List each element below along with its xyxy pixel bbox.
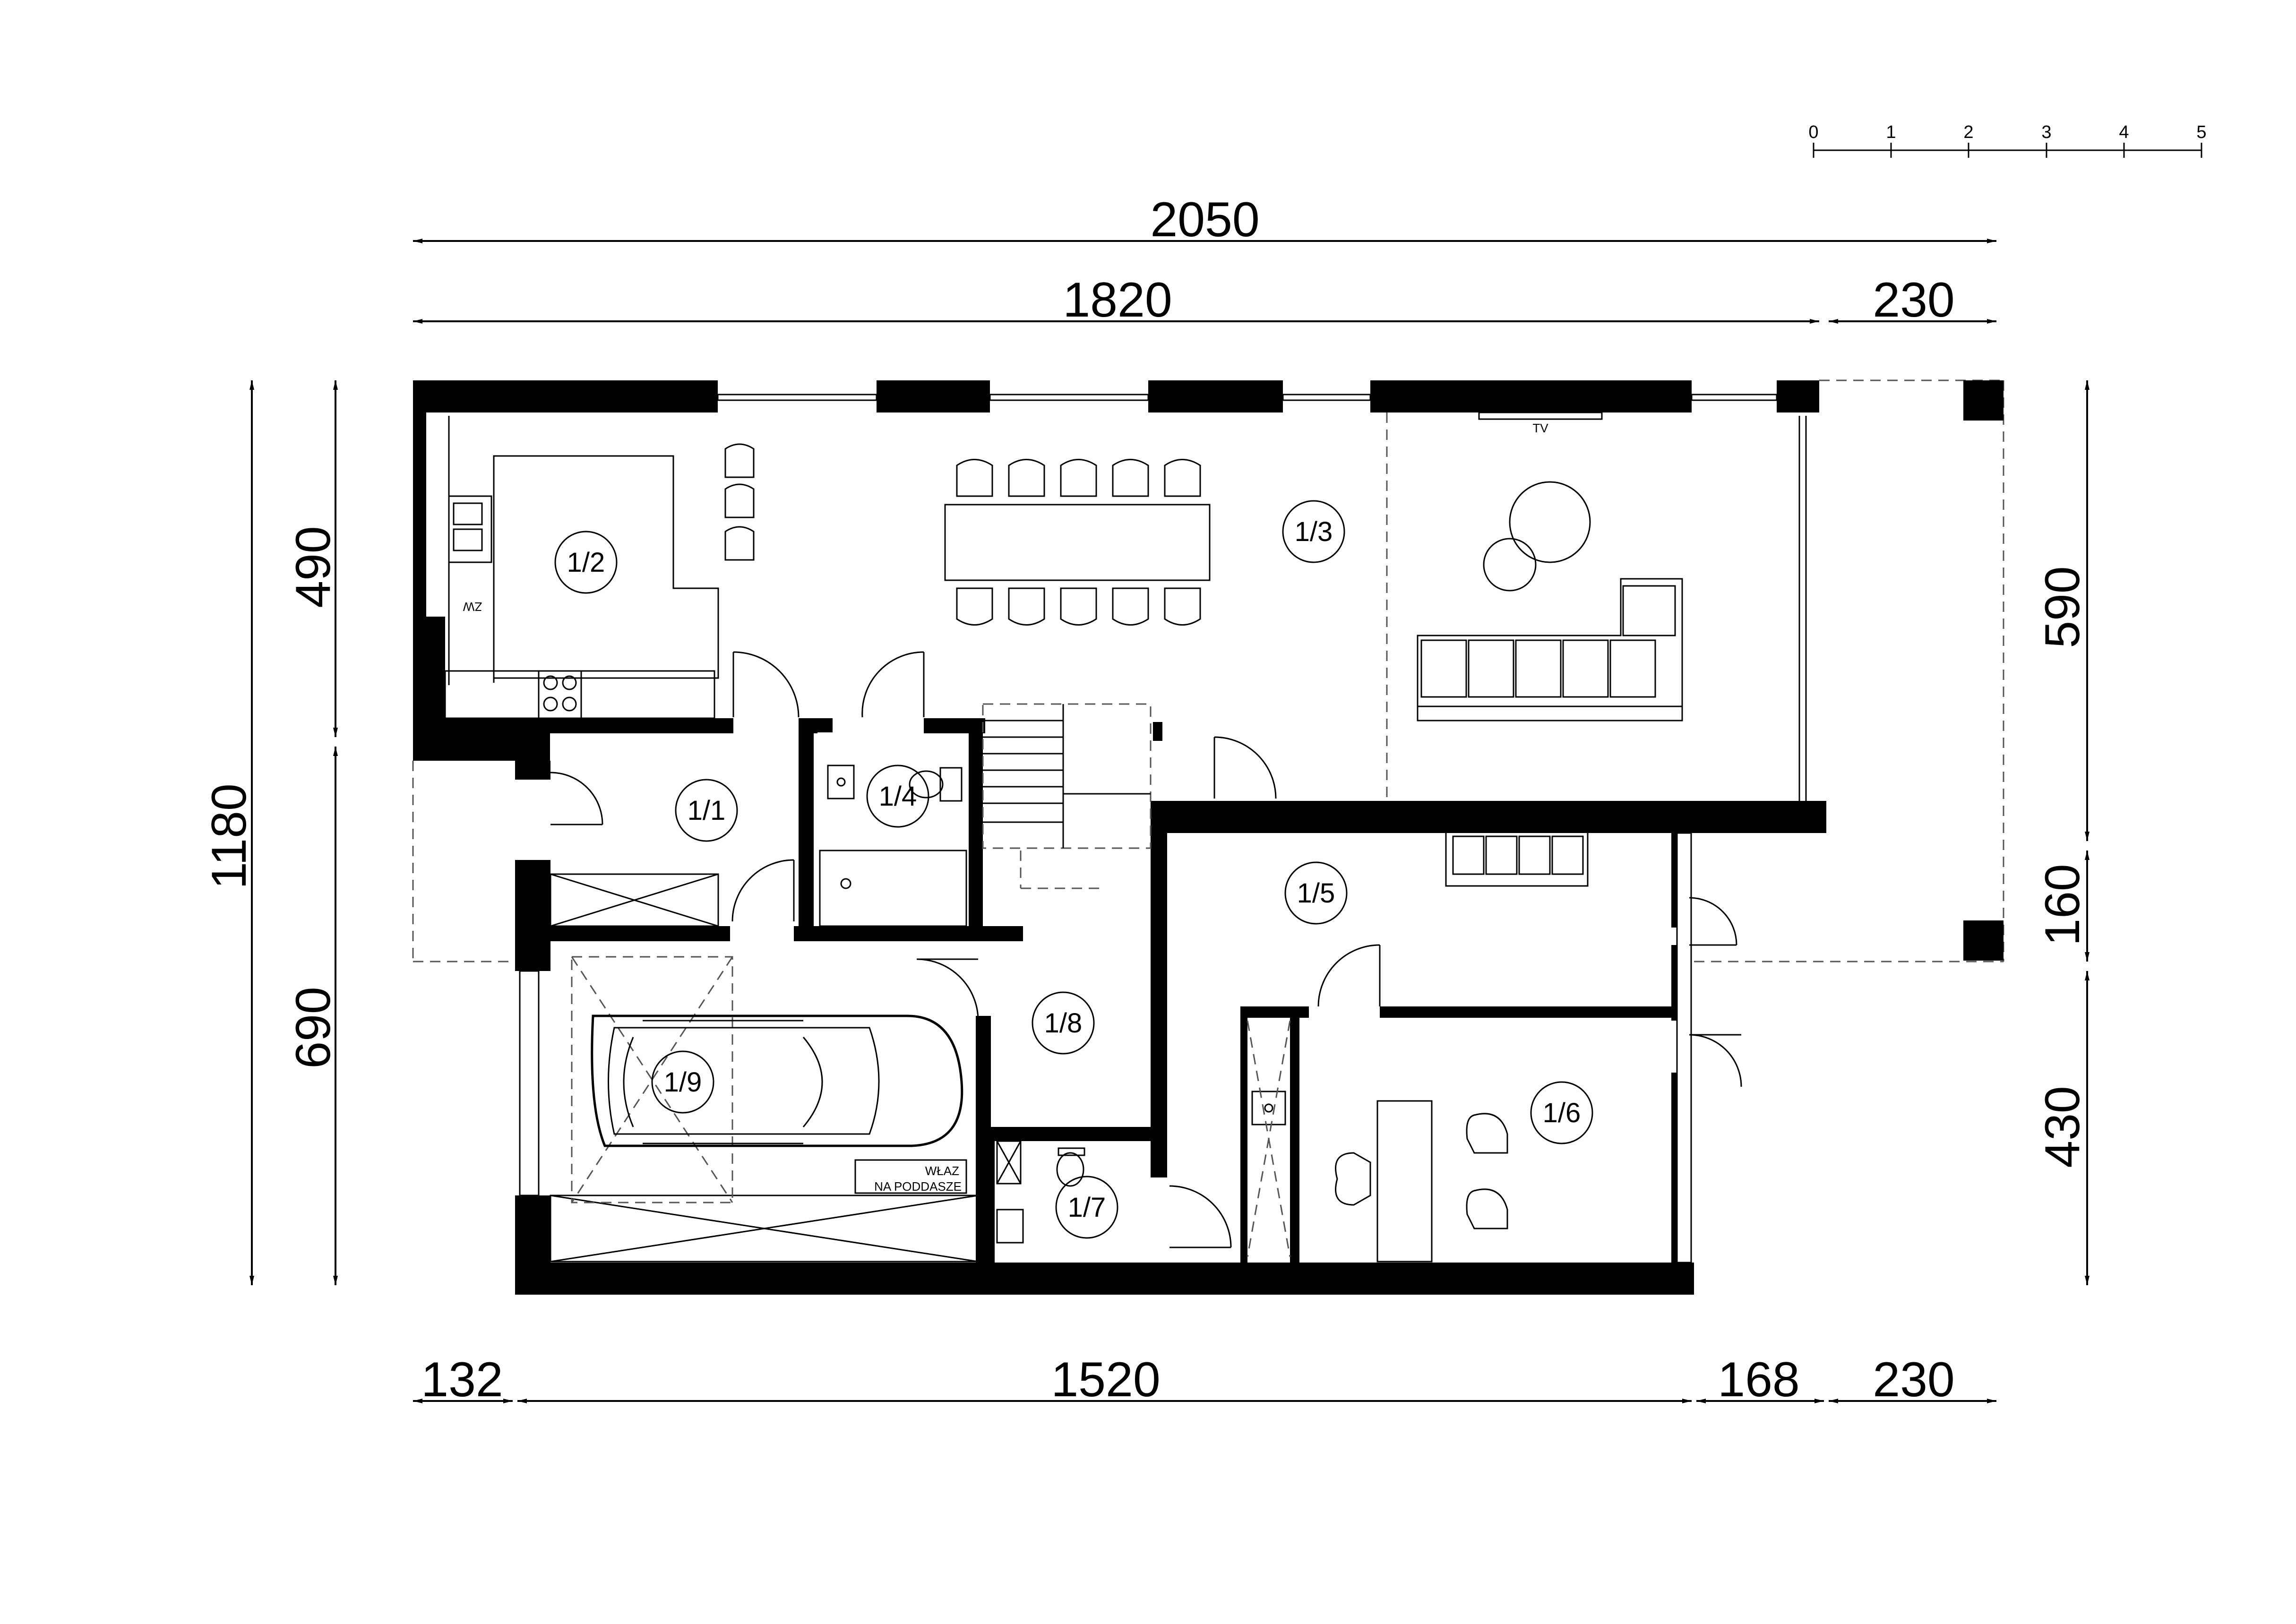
office-chairs bbox=[1335, 1113, 1508, 1229]
dim-right-middle: 160 bbox=[2035, 864, 2090, 946]
room-1-6-label: 1/6 bbox=[1543, 1098, 1581, 1128]
dim-bottom-1: 132 bbox=[421, 1352, 503, 1407]
interior-walls bbox=[445, 718, 1675, 1263]
entrance-canopy bbox=[412, 761, 515, 962]
room-1-7-label: 1/7 bbox=[1068, 1192, 1106, 1223]
dim-left-lower: 690 bbox=[286, 987, 341, 1069]
scale-tick-label: 2 bbox=[1963, 122, 1973, 142]
dim-bottom-4: 230 bbox=[1873, 1352, 1955, 1407]
dim-left-total: 1180 bbox=[202, 783, 257, 889]
scale-tick-label: 5 bbox=[2196, 122, 2206, 142]
right-dimensions: 590 160 430 bbox=[2035, 380, 2090, 1285]
toilet-icon bbox=[909, 767, 963, 802]
coffee-tables bbox=[1483, 481, 1591, 592]
dim-right-upper: 590 bbox=[2035, 566, 2090, 648]
scale-tick-label: 4 bbox=[2119, 122, 2129, 142]
office-desk bbox=[1376, 1100, 1433, 1263]
tv-label: TV bbox=[1532, 421, 1548, 435]
attic-hatch bbox=[571, 956, 967, 1203]
garage-storage bbox=[550, 1194, 979, 1263]
bar-stools bbox=[724, 443, 755, 561]
sofa-1-5 bbox=[1445, 824, 1589, 887]
stairs bbox=[982, 703, 1152, 889]
top-dimensions: 2050 1820 230 bbox=[413, 192, 1996, 327]
washbasin-icon bbox=[827, 765, 855, 799]
room-1-1-label: 1/1 bbox=[688, 795, 726, 826]
stove-icon bbox=[538, 670, 582, 719]
bottom-dimensions: 132 1520 168 230 bbox=[413, 1352, 1996, 1407]
room-labels: 1/2 1/3 1/1 1/4 1/5 1/8 1/9 1/7 1/6 bbox=[554, 500, 1593, 1239]
dim-top-total: 2050 bbox=[1150, 192, 1259, 247]
hatch-label-2: NA PODDASZE bbox=[874, 1179, 962, 1194]
room-1-2-label: 1/2 bbox=[567, 547, 605, 578]
scale-tick-label: 3 bbox=[2041, 122, 2051, 142]
tv-unit bbox=[1478, 412, 1603, 420]
dining-chairs bbox=[956, 459, 1201, 626]
dim-bottom-2: 1520 bbox=[1051, 1352, 1160, 1407]
room-1-4-label: 1/4 bbox=[879, 781, 917, 812]
room-1-8-label: 1/8 bbox=[1044, 1008, 1083, 1039]
dim-top-terrace: 230 bbox=[1873, 273, 1955, 327]
room-1-3-label: 1/3 bbox=[1295, 516, 1333, 547]
shaft-details bbox=[1247, 1020, 1291, 1257]
room-1-5-label: 1/5 bbox=[1297, 878, 1335, 909]
dim-left-upper: 490 bbox=[286, 526, 341, 608]
scale-tick-label: 1 bbox=[1886, 122, 1896, 142]
dim-bottom-3: 168 bbox=[1718, 1352, 1800, 1407]
car-icon bbox=[591, 1014, 963, 1147]
doors bbox=[550, 651, 1742, 1248]
shower-drain-icon bbox=[840, 878, 851, 889]
room-1-9-label: 1/9 bbox=[664, 1067, 702, 1098]
scale-bar: 0 1 2 3 4 5 bbox=[1808, 122, 2207, 158]
entry-wardrobe bbox=[550, 873, 719, 927]
zw-label: ZW bbox=[463, 600, 482, 614]
scale-tick-label: 0 bbox=[1808, 122, 1818, 142]
wc-1-7 bbox=[996, 1140, 1085, 1244]
shower-tray bbox=[819, 850, 967, 927]
exterior-walls bbox=[413, 380, 1826, 1295]
dim-right-lower: 430 bbox=[2035, 1086, 2090, 1168]
dining-table bbox=[944, 504, 1211, 581]
left-dimensions: 1180 490 690 bbox=[202, 380, 341, 1285]
hatch-label-1: WŁAZ bbox=[925, 1164, 959, 1178]
terrace-outline bbox=[1694, 379, 2004, 962]
corner-sofa bbox=[1417, 578, 1683, 722]
dim-top-house: 1820 bbox=[1063, 273, 1172, 327]
